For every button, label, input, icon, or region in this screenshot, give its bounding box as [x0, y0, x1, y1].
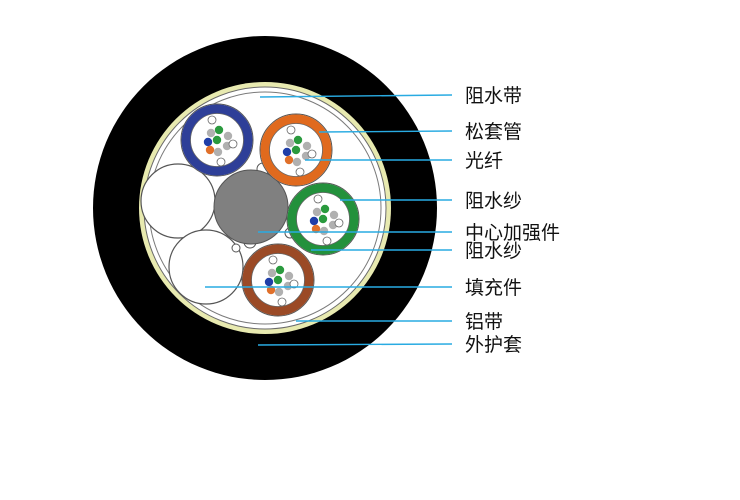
optical-fiber: [273, 275, 283, 285]
loose-tube-green: [286, 182, 360, 256]
optical-fiber: [228, 139, 238, 149]
label-water-blocking-yarn-2: 阻水纱: [465, 240, 522, 262]
optical-fiber: [206, 128, 216, 138]
label-loose-tube: 松套管: [465, 121, 522, 143]
optical-fiber: [207, 115, 217, 125]
optical-fiber: [267, 268, 277, 278]
optical-fiber: [309, 216, 319, 226]
optical-fiber: [203, 137, 213, 147]
label-aluminum-tape: 铝带: [465, 311, 503, 333]
loose-tube-orange: [259, 113, 333, 187]
filler-rod-top: [140, 163, 216, 239]
optical-fiber: [213, 147, 223, 157]
label-water-blocking-tape: 阻水带: [465, 85, 522, 107]
optical-fiber: [268, 255, 278, 265]
optical-fiber: [212, 135, 222, 145]
optical-fiber: [312, 207, 322, 217]
optical-fiber: [289, 279, 299, 289]
loose-tube-blue: [180, 103, 254, 177]
optical-fiber: [293, 135, 303, 145]
optical-fiber: [284, 271, 294, 281]
optical-fiber: [264, 277, 274, 287]
yarn-circle: [231, 243, 241, 253]
leader-line: [259, 94, 453, 98]
optical-fiber: [214, 125, 224, 135]
label-outer-sheath: 外护套: [465, 334, 522, 356]
leader-line: [318, 130, 453, 133]
optical-fiber: [266, 285, 276, 295]
optical-fiber: [277, 297, 287, 307]
optical-fiber: [319, 226, 329, 236]
optical-fiber: [282, 147, 292, 157]
optical-fiber: [322, 236, 332, 246]
optical-fiber: [285, 138, 295, 148]
optical-fiber: [334, 218, 344, 228]
leader-line: [257, 343, 453, 346]
optical-fiber: [320, 204, 330, 214]
optical-fiber: [223, 131, 233, 141]
optical-fiber: [216, 157, 226, 167]
optical-fiber: [318, 214, 328, 224]
label-filler: 填充件: [465, 277, 522, 299]
optical-fiber: [302, 141, 312, 151]
optical-fiber: [284, 155, 294, 165]
central-strength-member: [213, 169, 289, 245]
label-optical-fiber: 光纤: [465, 150, 503, 172]
optical-fiber: [313, 194, 323, 204]
label-water-blocking-yarn-1: 阻水纱: [465, 190, 522, 212]
optical-fiber: [286, 125, 296, 135]
optical-fiber: [205, 145, 215, 155]
optical-fiber: [275, 265, 285, 275]
optical-fiber: [311, 224, 321, 234]
optical-fiber: [292, 157, 302, 167]
optical-fiber: [307, 149, 317, 159]
optical-fiber: [274, 287, 284, 297]
optical-fiber: [295, 167, 305, 177]
optical-fiber: [329, 210, 339, 220]
loose-tube-brown: [241, 243, 315, 317]
optical-fiber: [291, 145, 301, 155]
filler-rod-bottom: [168, 229, 244, 305]
label-central-strength-member: 中心加强件: [465, 222, 560, 244]
